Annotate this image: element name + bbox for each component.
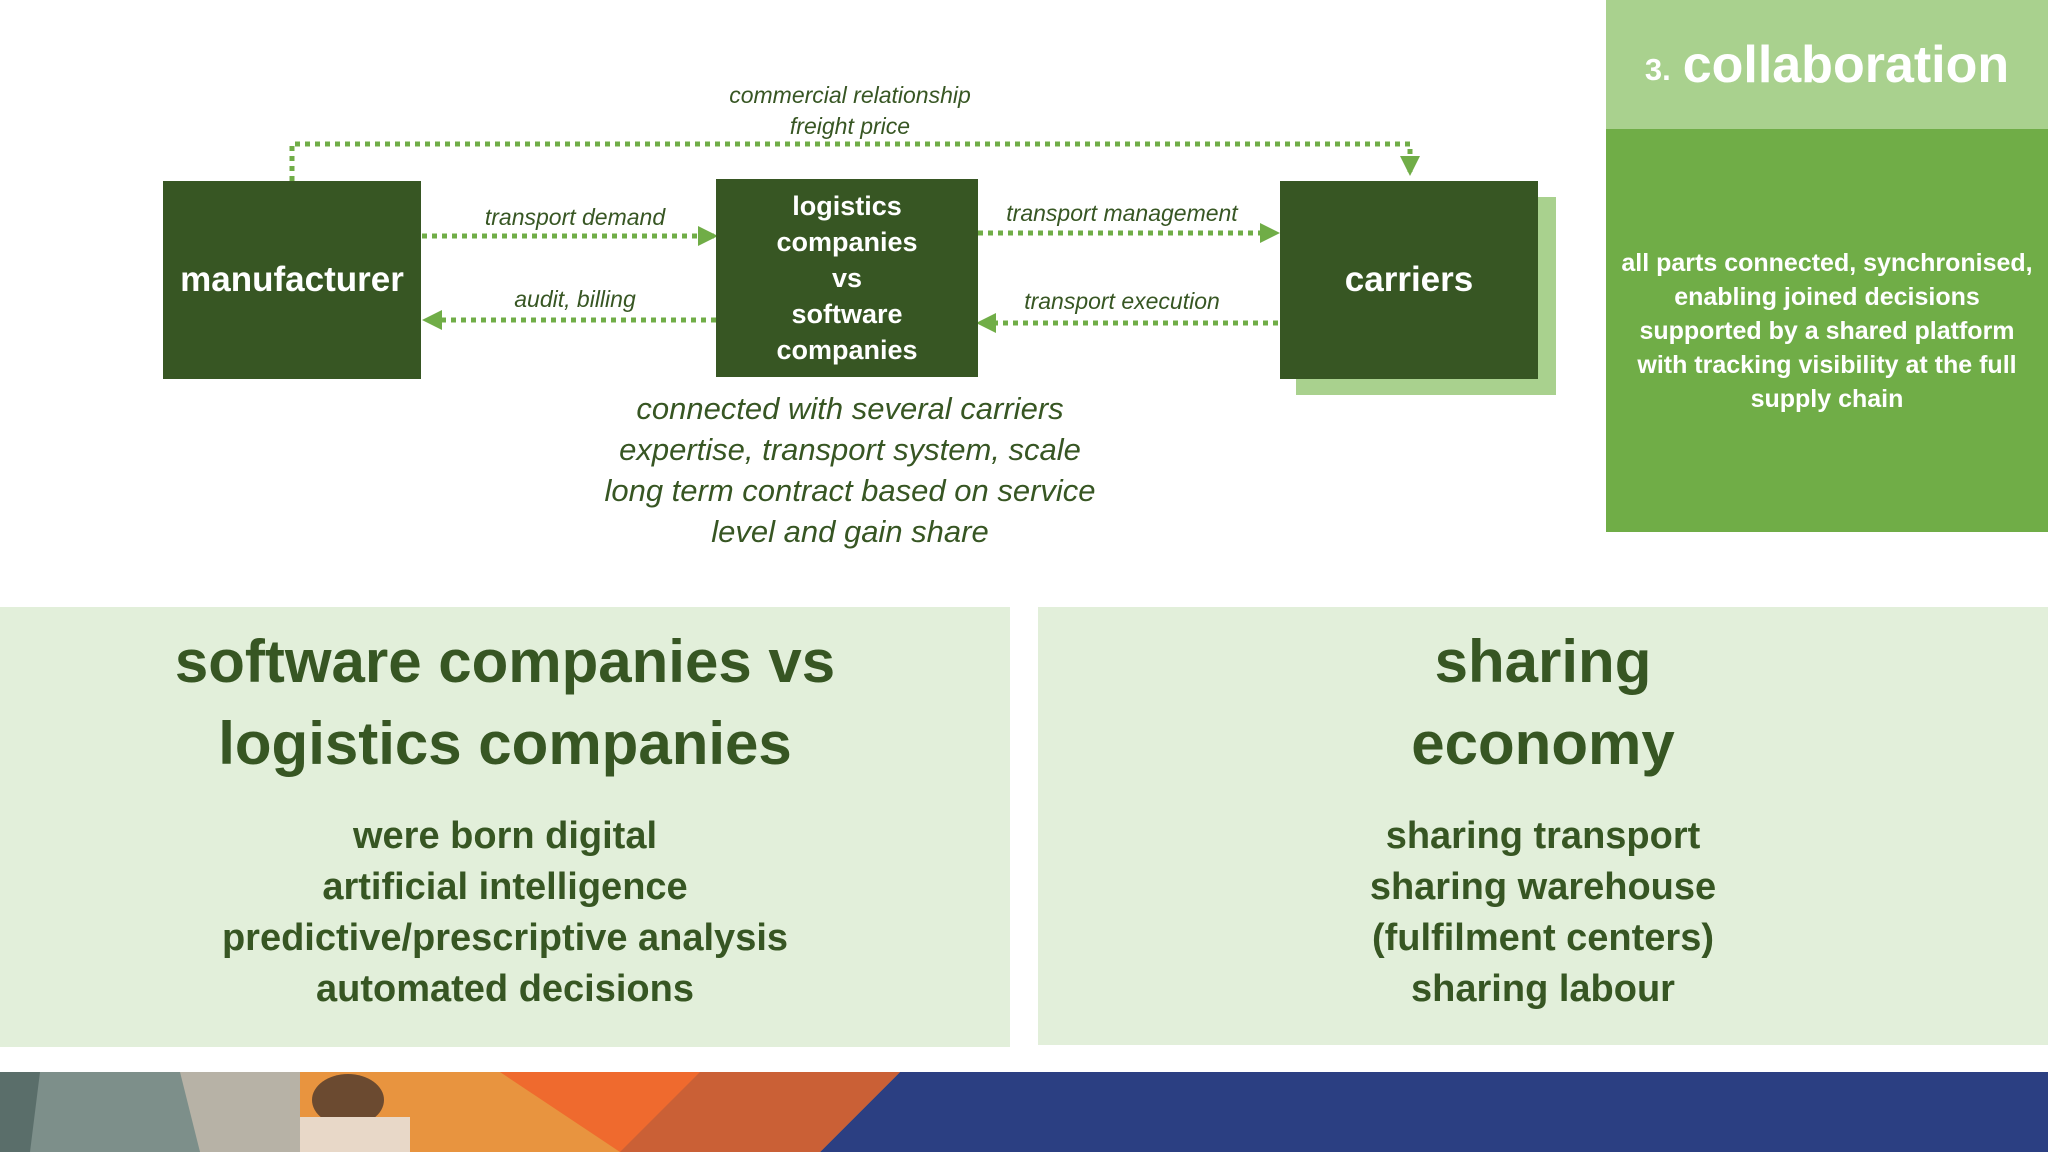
manufacturer-node: manufacturer (163, 181, 421, 379)
center-node-notes: connected with several carriers expertis… (550, 388, 1150, 552)
sharing-economy-panel: sharing economy sharing transport sharin… (1038, 607, 2048, 1045)
panel-right-title-line2: economy (1411, 710, 1675, 777)
panel-left-item: artificial intelligence (322, 866, 688, 908)
note-line-3: long term contract based on service (604, 473, 1096, 508)
person-head-icon (312, 1074, 384, 1126)
logistics-vs-software-node: logistics companies vs software companie… (716, 179, 978, 377)
panel-right-title: sharing economy (1038, 621, 2048, 785)
panel-right-item: sharing warehouse (1369, 866, 1717, 908)
collaboration-body-text: all parts connected, synchronised, enabl… (1621, 248, 2033, 413)
edge-label-commercial-line1: commercial relationship (729, 82, 971, 108)
panel-left-item: automated decisions (316, 968, 694, 1010)
panel-left-item: were born digital (352, 815, 658, 857)
panel-left-item: predictive/prescriptive analysis (221, 917, 789, 959)
edge-label-audit-billing: audit, billing (514, 286, 636, 312)
panel-left-title-line1: software companies vs (174, 628, 836, 695)
panel-right-item: sharing transport (1385, 815, 1701, 857)
edge-label-transport-execution: transport execution (1024, 288, 1220, 314)
software-vs-logistics-panel: software companies vs logistics companie… (0, 607, 1010, 1047)
note-line-1: connected with several carriers (636, 391, 1064, 426)
collaboration-description: all parts connected, synchronised, enabl… (1606, 129, 2048, 532)
edge-label-commercial-relationship: commercial relationship freight price (700, 80, 1000, 142)
collaboration-number: 3. (1644, 51, 1671, 87)
footer-banner-image (0, 1072, 2048, 1152)
panel-right-list: sharing transport sharing warehouse (ful… (1038, 811, 2048, 1015)
panel-right-item: (fulfilment centers) (1371, 917, 1715, 959)
note-line-2: expertise, transport system, scale (619, 432, 1081, 467)
panel-left-title: software companies vs logistics companie… (0, 621, 1010, 785)
panel-left-title-line2: logistics companies (218, 710, 792, 777)
note-line-4: level and gain share (711, 514, 989, 549)
panel-left-list: were born digital artificial intelligenc… (0, 811, 1010, 1015)
panel-right-title-line1: sharing (1434, 628, 1652, 695)
edge-label-freight-price: freight price (789, 113, 911, 139)
edge-label-transport-demand: transport demand (484, 204, 666, 230)
diagram-connectors (289, 141, 1420, 333)
commercial-relationship-arrow (289, 141, 1420, 181)
edge-label-transport-management: transport management (1006, 200, 1238, 226)
collaboration-header: 3. collaboration (1606, 0, 2048, 129)
panel-right-item: sharing labour (1411, 968, 1675, 1010)
collaboration-title: collaboration (1682, 35, 2010, 94)
carriers-node: carriers (1280, 181, 1538, 379)
